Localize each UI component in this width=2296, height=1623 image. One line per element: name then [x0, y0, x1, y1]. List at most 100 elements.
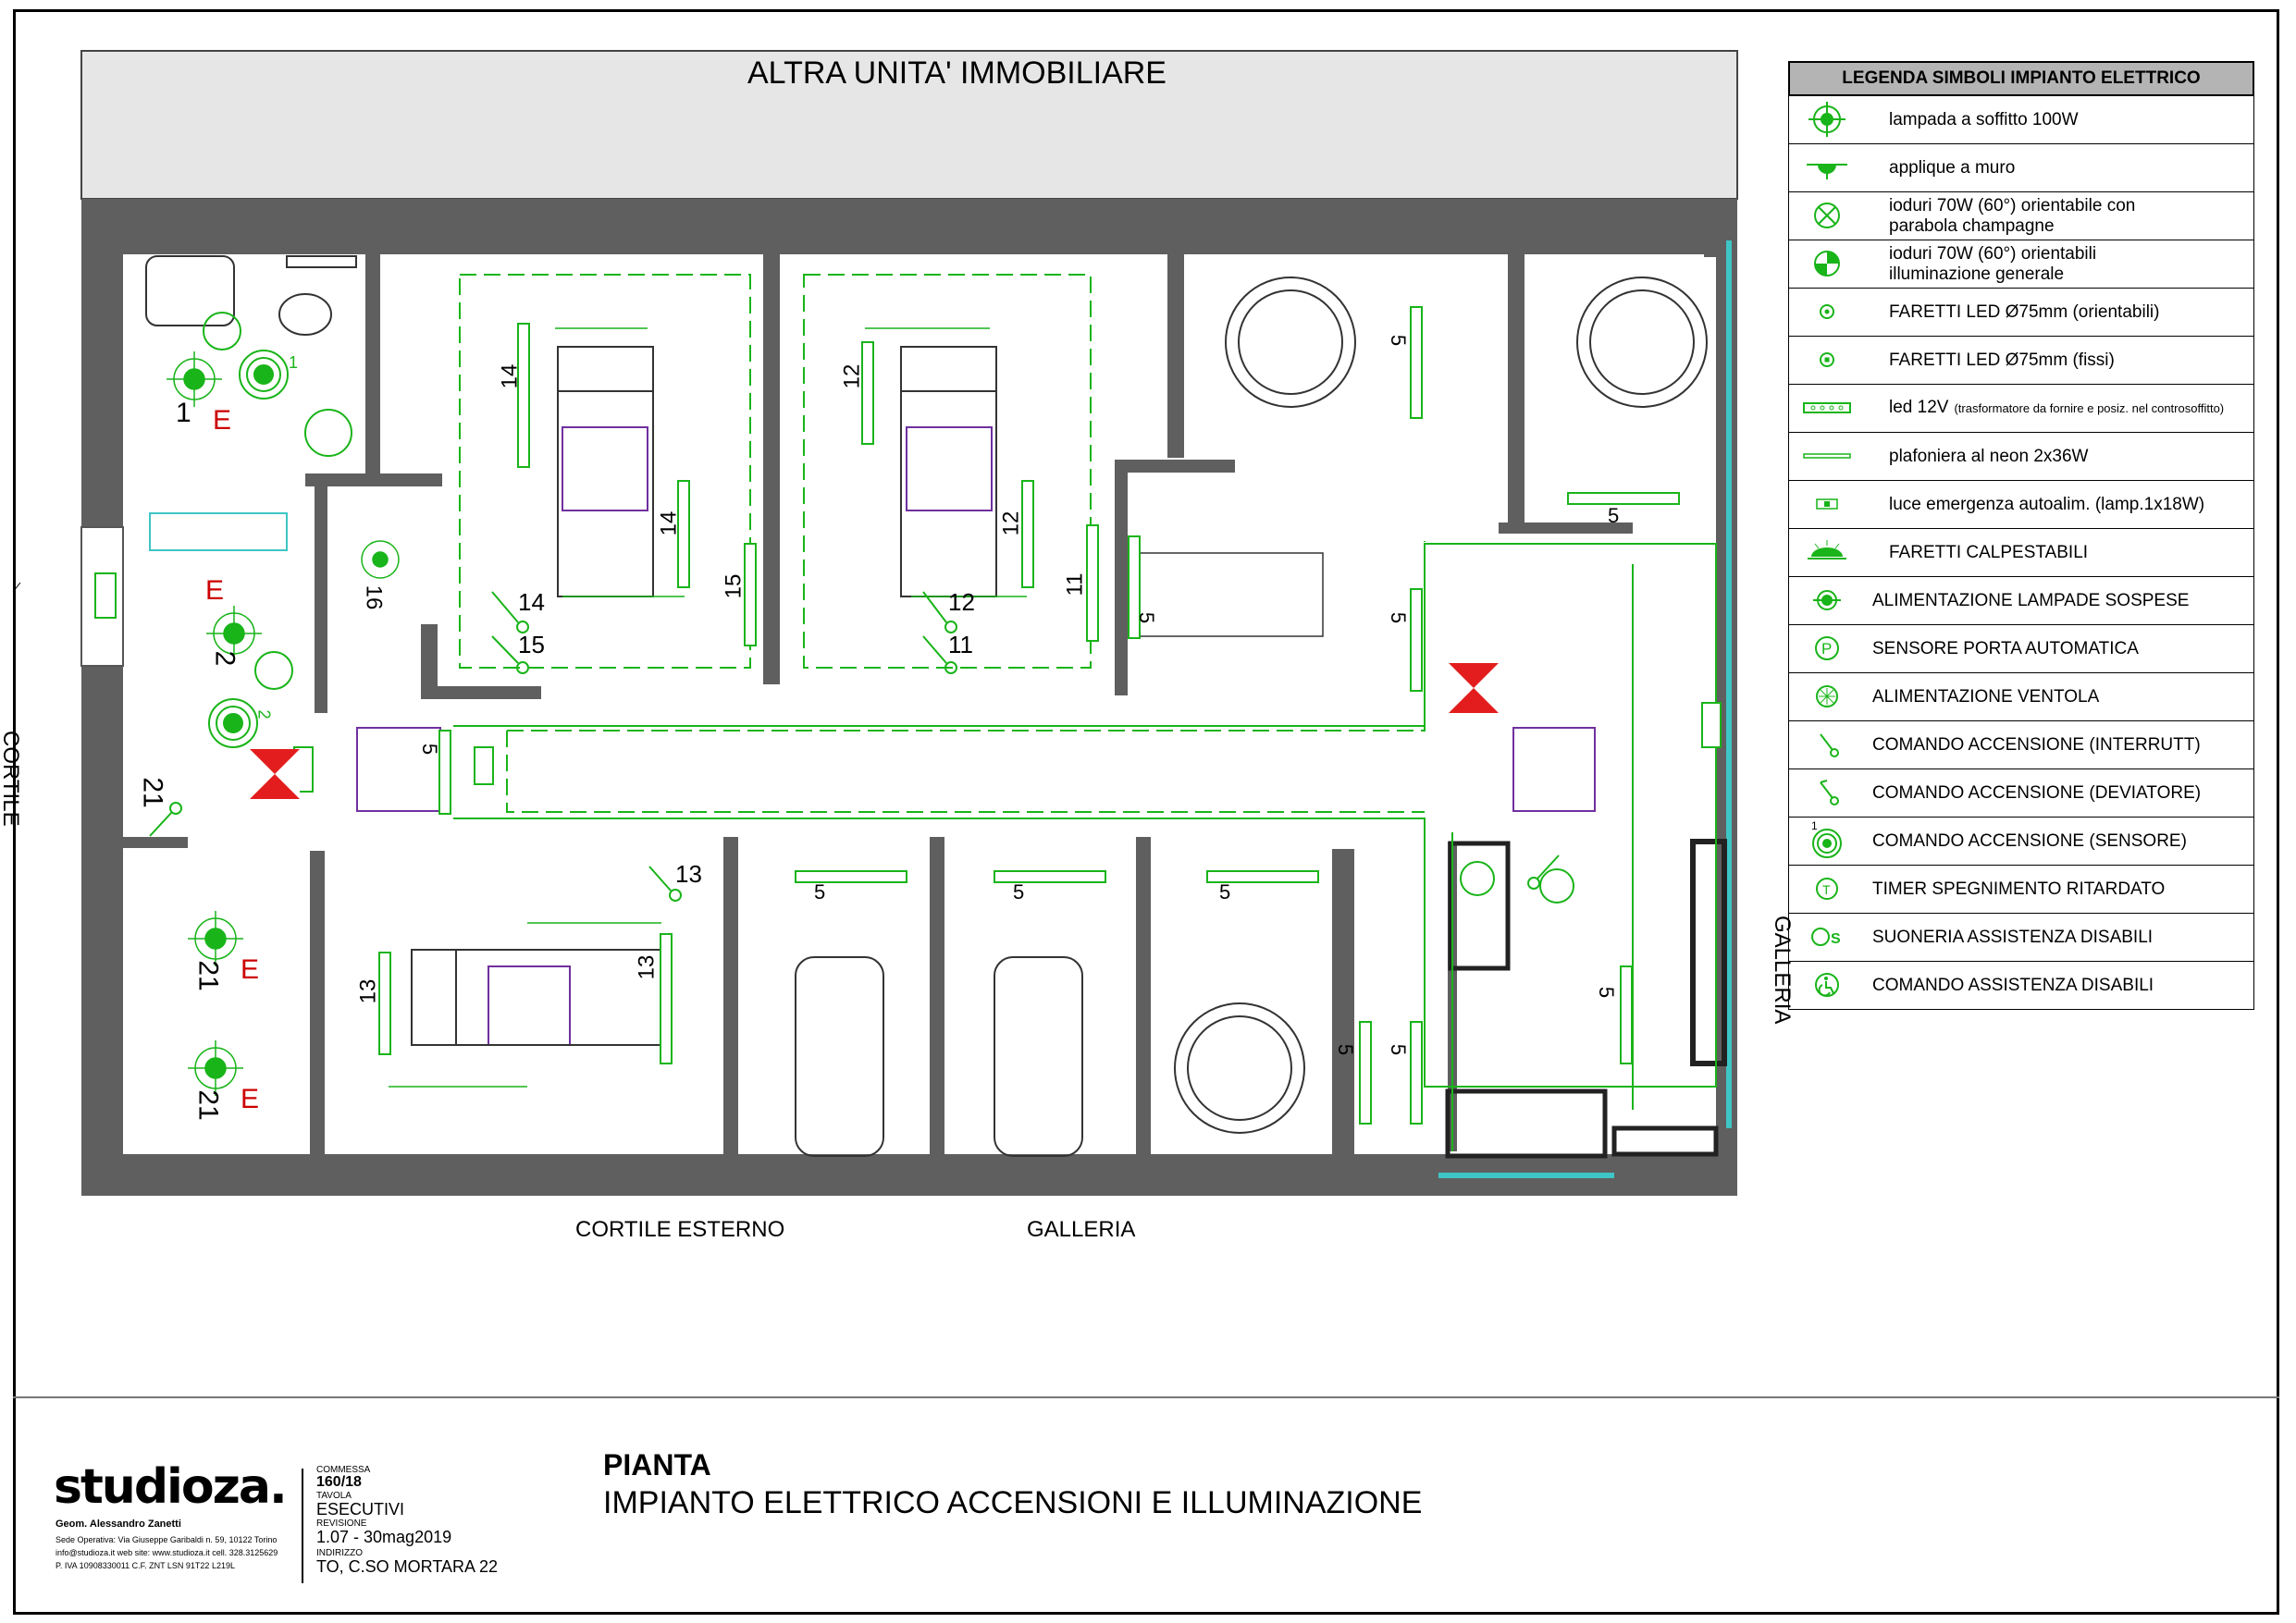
electrical-legend: LEGENDA SIMBOLI IMPIANTO ELETTRICO lampa… [1788, 61, 2254, 1010]
distribution-box [250, 663, 1499, 799]
neon-ceiling-icon [1803, 453, 1851, 459]
courtyard-label: CORTILE [0, 731, 23, 827]
circuit-number: 11 [948, 631, 973, 658]
iodide-adjustable-icon [1814, 203, 1840, 228]
commessa-value: 160/18 [316, 1474, 362, 1490]
legend-row: FARETTI CALPESTABILI [1788, 529, 2254, 577]
circuit-number: 21 [192, 960, 224, 991]
circuit-number: 13 [675, 860, 702, 888]
legend-row: FARETTI LED Ø75mm (orientabili) [1788, 289, 2254, 337]
legend-label-text: ioduri 70W (60°) orientabile con [1889, 195, 2136, 215]
disabled-bell-icon: S [1811, 928, 1841, 947]
legend-label: lampada a soffitto 100W [1889, 96, 2079, 143]
legend-row: COMANDO ACCENSIONE (INTERRUTT) [1788, 721, 2254, 769]
circuit-number: 11 [1062, 572, 1088, 596]
circuit-number: 13 [355, 978, 381, 1004]
legend-row: applique a muro [1788, 144, 2254, 192]
legend-label-text: FARETTI LED Ø75mm (fissi) [1889, 350, 2115, 370]
legend-row: luce emergenza autoalim. (lamp.1x18W) [1788, 481, 2254, 529]
svg-text:P: P [1821, 640, 1832, 658]
legend-label: SENSORE PORTA AUTOMATICA [1872, 625, 2139, 672]
wall-left-bottom [81, 666, 123, 1196]
circuit-number: 5 [418, 743, 442, 756]
legend-label: ALIMENTAZIONE VENTOLA [1872, 673, 2099, 720]
deviator-icon [1820, 780, 1839, 805]
legend-label-text: FARETTI LED Ø75mm (orientabili) [1889, 301, 2160, 322]
ceiling-lamp-icon [1808, 102, 1845, 137]
legend-label-text: ioduri 70W (60°) orientabili [1889, 243, 2097, 264]
title-divider [302, 1469, 303, 1583]
legend-label: COMANDO ACCENSIONE (DEVIATORE) [1872, 769, 2201, 817]
svg-text:T: T [1822, 882, 1831, 897]
legend-row: lampada a soffitto 100W [1788, 96, 2254, 144]
legend-label-text-2: parabola champagne [1889, 215, 2055, 236]
circuit-number: 12 [948, 588, 975, 616]
circuit-number: 1 [176, 398, 191, 428]
circuit-number: 5 [1387, 1043, 1411, 1056]
legend-label: FARETTI LED Ø75mm (fissi) [1889, 337, 2115, 384]
legend-label-text: luce emergenza autoalim. (lamp.1x18W) [1889, 494, 2205, 514]
drawing-area-border [13, 9, 2279, 1398]
legend-row: S SUONERIA ASSISTENZA DISABILI [1788, 914, 2254, 962]
circuit-number: 2 [254, 709, 274, 719]
legend-row: COMANDO ACCENSIONE (DEVIATORE) [1788, 769, 2254, 818]
circuit-number: 5 [1595, 986, 1619, 999]
sheet-border [13, 9, 2279, 1615]
disabled-command-icon [1815, 973, 1839, 997]
circuit-number: 12 [839, 363, 865, 389]
legend-label-text: SUONERIA ASSISTENZA DISABILI [1872, 927, 2154, 947]
legend-label: COMANDO ACCENSIONE (SENSORE) [1872, 818, 2187, 865]
legend-label: FARETTI LED Ø75mm (orientabili) [1889, 289, 2159, 336]
studio-logo: studioza. [54, 1459, 288, 1515]
outer-courtyard-label: CORTILE ESTERNO [575, 1217, 785, 1242]
revisione-value: 1.07 - 30mag2019 [316, 1528, 452, 1546]
circuit-number: 5 [1387, 334, 1411, 347]
switch-icon [1820, 733, 1839, 757]
legend-row: COMANDO ASSISTENZA DISABILI [1788, 962, 2254, 1010]
circuit-number: 15 [518, 631, 545, 658]
legend-label: COMANDO ACCENSIONE (INTERRUTT) [1872, 721, 2201, 768]
circuit-number: 16 [361, 584, 387, 610]
emergency-tag: E [205, 575, 225, 606]
author-name: Geom. Alessandro Zanetti [56, 1518, 181, 1530]
iodide-general-icon [1814, 251, 1840, 277]
legend-label: led 12V(trasformatore da fornire e posiz… [1889, 385, 2224, 432]
legend-label: applique a muro [1889, 144, 2015, 191]
legend-row: T TIMER SPEGNIMENTO RITARDATO [1788, 866, 2254, 914]
pendant-power-icon [1813, 590, 1841, 610]
legend-label: COMANDO ASSISTENZA DISABILI [1872, 962, 2154, 1009]
wall-top [81, 199, 1737, 254]
legend-row: ALIMENTAZIONE VENTOLA [1788, 673, 2254, 721]
circuit-number: 13 [634, 954, 660, 980]
circuit-number: 5 [814, 880, 826, 904]
vat-line: P. IVA 10908330011 C.F. ZNT LSN 91T22 L2… [56, 1561, 235, 1570]
emergency-tag: E [241, 954, 260, 985]
legend-label-text: TIMER SPEGNIMENTO RITARDATO [1872, 879, 2166, 899]
legend-label-text: COMANDO ASSISTENZA DISABILI [1872, 975, 2154, 995]
legend-row: P SENSORE PORTA AUTOMATICA [1788, 625, 2254, 673]
circuit-number: 1 [289, 353, 299, 372]
fan-power-icon [1816, 685, 1838, 707]
led-spot-fixed-icon [1820, 352, 1834, 367]
legend-label: luce emergenza autoalim. (lamp.1x18W) [1889, 481, 2204, 528]
legend-label-text: plafoniera al neon 2x36W [1889, 446, 2089, 466]
sensor-command-icon [1812, 829, 1842, 858]
circuit-number: 5 [1608, 504, 1620, 527]
legend-label: SUONERIA ASSISTENZA DISABILI [1872, 914, 2153, 961]
wall-left-top [81, 254, 123, 527]
circuit-number: 15 [721, 573, 747, 599]
legend-label-text: ALIMENTAZIONE VENTOLA [1872, 686, 2100, 707]
door-sensor-icon: P [1815, 636, 1839, 660]
led-spot-adjustable-icon [1820, 304, 1834, 319]
legend-label-text: FARETTI CALPESTABILI [1889, 542, 2089, 562]
address-line: Sede Operativa: Via Giuseppe Garibaldi n… [56, 1535, 278, 1544]
indirizzo-label: INDIRIZZO [316, 1548, 363, 1558]
indirizzo-value: TO, C.SO MORTARA 22 [316, 1557, 499, 1576]
legend-row: FARETTI LED Ø75mm (fissi) [1788, 337, 2254, 385]
wall-applique-icon [1807, 164, 1847, 179]
neighbor-unit-band [80, 50, 1738, 200]
svg-text:S: S [1831, 931, 1841, 947]
